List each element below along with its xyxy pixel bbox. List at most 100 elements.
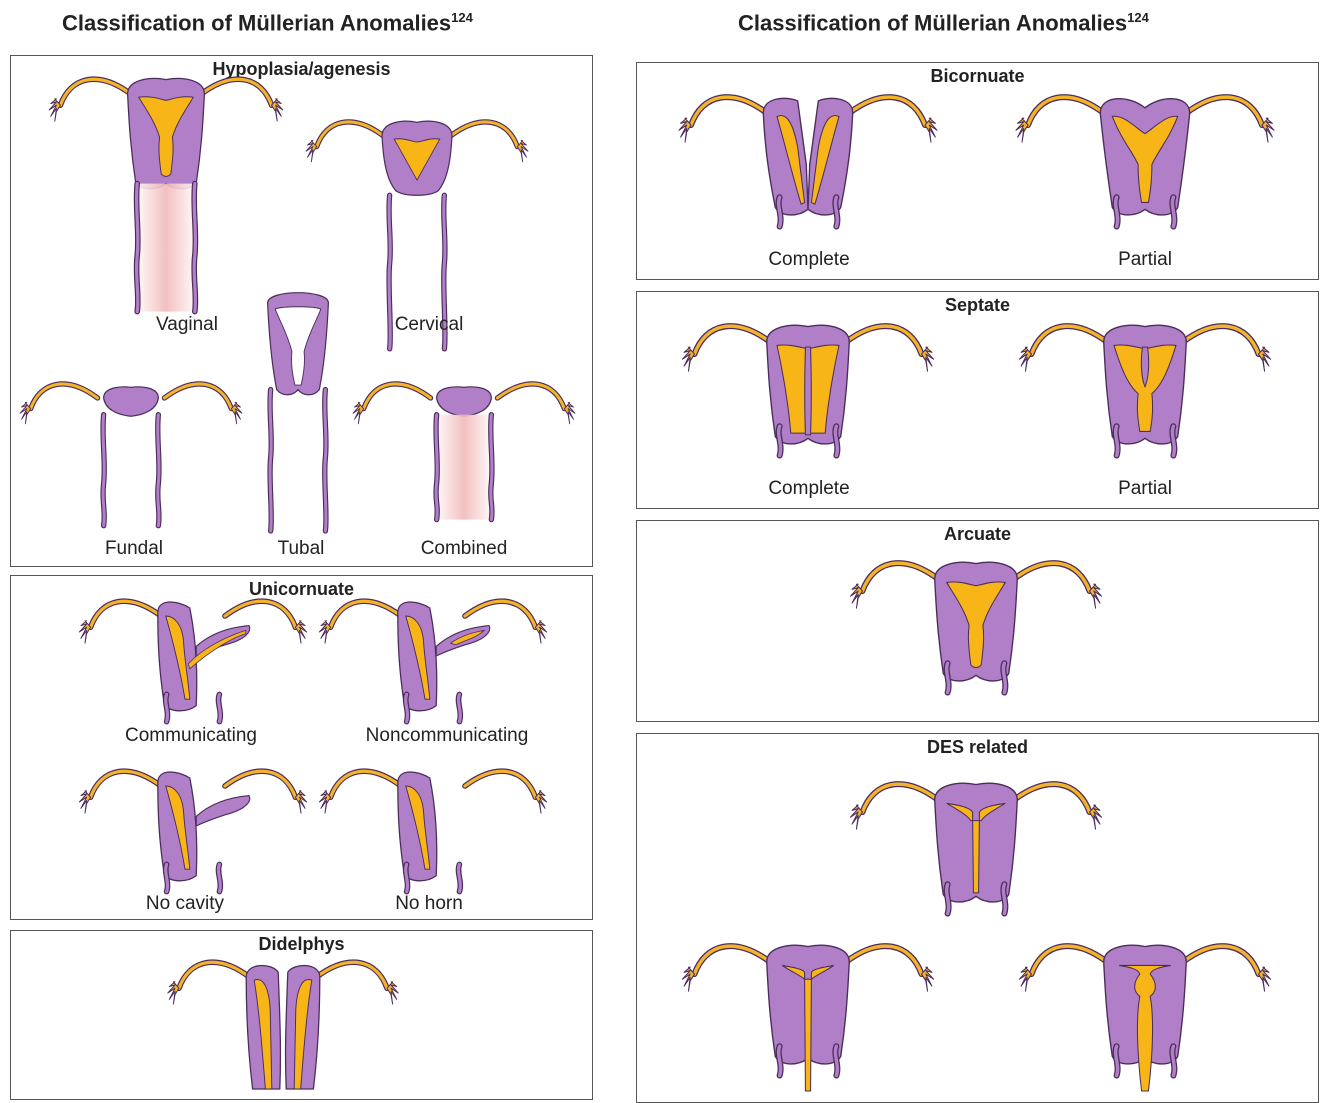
left-fallopian-tube-icon [91, 771, 161, 797]
left-tube-outline [331, 601, 401, 627]
right-tube-outline [225, 601, 295, 627]
label-communicating: Communicating [91, 725, 291, 747]
right-tube-outline [450, 122, 517, 147]
des-related-figures [637, 734, 1319, 1103]
right-fallopian-tube-icon [1183, 326, 1259, 354]
panel-bicornuate: Bicornuate Complete Partial [636, 62, 1319, 280]
left-fallopian-tube-icon [317, 122, 384, 147]
figure-noncommunicating [319, 601, 546, 721]
left-tube-outline [331, 771, 401, 797]
left-fallopian-tube-icon [60, 79, 130, 105]
figure-communicating [79, 601, 306, 721]
left-vagina [166, 864, 168, 891]
left-vaginal-wall [103, 415, 104, 526]
absent-vagina-icon [140, 184, 193, 312]
panel-didelphys: Didelphys [10, 930, 593, 1100]
left-tube-outline [1031, 326, 1107, 354]
right-tube-outline [1183, 946, 1259, 974]
right-fallopian-tube-icon [1014, 563, 1090, 591]
label-combined: Combined [364, 538, 564, 560]
left-fallopian-tube-icon [331, 771, 401, 797]
panel-des-related: DES related [636, 733, 1319, 1103]
left-fallopian-tube-icon [91, 601, 161, 627]
panel-arcuate: Arcuate [636, 520, 1319, 722]
uterus-icon [104, 387, 159, 416]
right-vagina [835, 426, 837, 455]
right-vagina [458, 864, 460, 891]
panel-unicornuate: Unicornuate Communicating Noncommunicati… [10, 575, 593, 920]
right-page-title: Classification of Müllerian Anomalies124 [738, 10, 1149, 36]
right-tube-outline [465, 601, 535, 627]
left-vaginal-wall [270, 390, 271, 531]
left-fallopian-tube-icon [331, 601, 401, 627]
right-tube-outline [849, 97, 925, 125]
figure-des-constricted [1019, 945, 1270, 1091]
right-fallopian-tube-icon [465, 771, 535, 797]
left-fallopian-tube-icon [1031, 946, 1107, 974]
didelphys-figures [11, 931, 593, 1100]
figure-septate-complete [682, 325, 933, 455]
label-noncommunicating: Noncommunicating [347, 725, 547, 747]
right-vagina [1172, 426, 1174, 455]
right-fallopian-tube-icon [1186, 97, 1262, 125]
right-title-text: Classification of Müllerian Anomalies [738, 10, 1127, 35]
right-vaginal-wall [491, 415, 492, 520]
left-tube-outline [60, 79, 130, 105]
left-vaginal-wall [137, 184, 138, 312]
label-complete: Complete [709, 249, 909, 271]
left-vagina [166, 694, 168, 721]
right-vagina [1003, 884, 1005, 913]
right-tube-outline [1014, 563, 1090, 591]
unicornuate-figures [11, 576, 593, 920]
arcuate-figures [637, 521, 1319, 722]
left-tube-outline [317, 122, 384, 147]
right-tube-outline [1183, 326, 1259, 354]
figure-des-t-shaped [850, 783, 1101, 913]
uterus-icon [437, 387, 492, 416]
right-vagina [1172, 1046, 1174, 1075]
label-complete: Complete [709, 478, 909, 500]
right-vagina [218, 694, 220, 721]
figure-vaginal-agenesis [49, 78, 283, 311]
left-fallopian-tube-icon [364, 384, 431, 409]
hypoplasia-figures [11, 56, 593, 567]
panel-hypoplasia-agenesis: Hypoplasia/agenesis Vaginal Cervical Fun… [10, 55, 593, 567]
left-tube-outline [694, 946, 770, 974]
left-tube-outline [1028, 97, 1104, 125]
left-vagina [779, 426, 781, 455]
absent-vagina-icon [439, 415, 489, 520]
left-tube-outline [364, 384, 431, 409]
right-fallopian-tube-icon [225, 601, 295, 627]
left-fallopian-tube-icon [691, 97, 767, 125]
figure-no-cavity [79, 771, 306, 891]
right-fallopian-tube-icon [164, 384, 231, 409]
figure-arcuate [850, 562, 1101, 692]
uterine-septum [805, 347, 811, 435]
right-fallopian-tube-icon [497, 384, 564, 409]
left-title-reference: 124 [451, 10, 473, 25]
left-vagina [1116, 1046, 1118, 1075]
left-vagina [779, 197, 781, 226]
label-no-horn: No horn [329, 893, 529, 915]
figure-bicornuate-complete [679, 97, 937, 226]
right-tube-outline [465, 771, 535, 797]
right-tube-outline [201, 79, 271, 105]
left-tube-outline [91, 601, 161, 627]
right-fallopian-tube-icon [1183, 946, 1259, 974]
left-fallopian-tube-icon [694, 946, 770, 974]
right-tube-outline [1186, 97, 1262, 125]
right-vagina [1172, 197, 1174, 226]
label-vaginal: Vaginal [87, 314, 287, 336]
left-title-text: Classification of Müllerian Anomalies [62, 10, 451, 35]
right-vagina [218, 864, 220, 891]
right-tube-outline [846, 326, 922, 354]
right-vagina [835, 197, 837, 226]
left-tube-outline [1031, 946, 1107, 974]
right-tube-outline [225, 771, 295, 797]
figure-no-horn [319, 771, 546, 891]
figure-septate-partial [1019, 325, 1270, 455]
right-fallopian-tube-icon [849, 97, 925, 125]
figure-combined-agenesis [353, 384, 575, 520]
right-tube-outline [846, 946, 922, 974]
figure-des-narrow [682, 945, 933, 1091]
